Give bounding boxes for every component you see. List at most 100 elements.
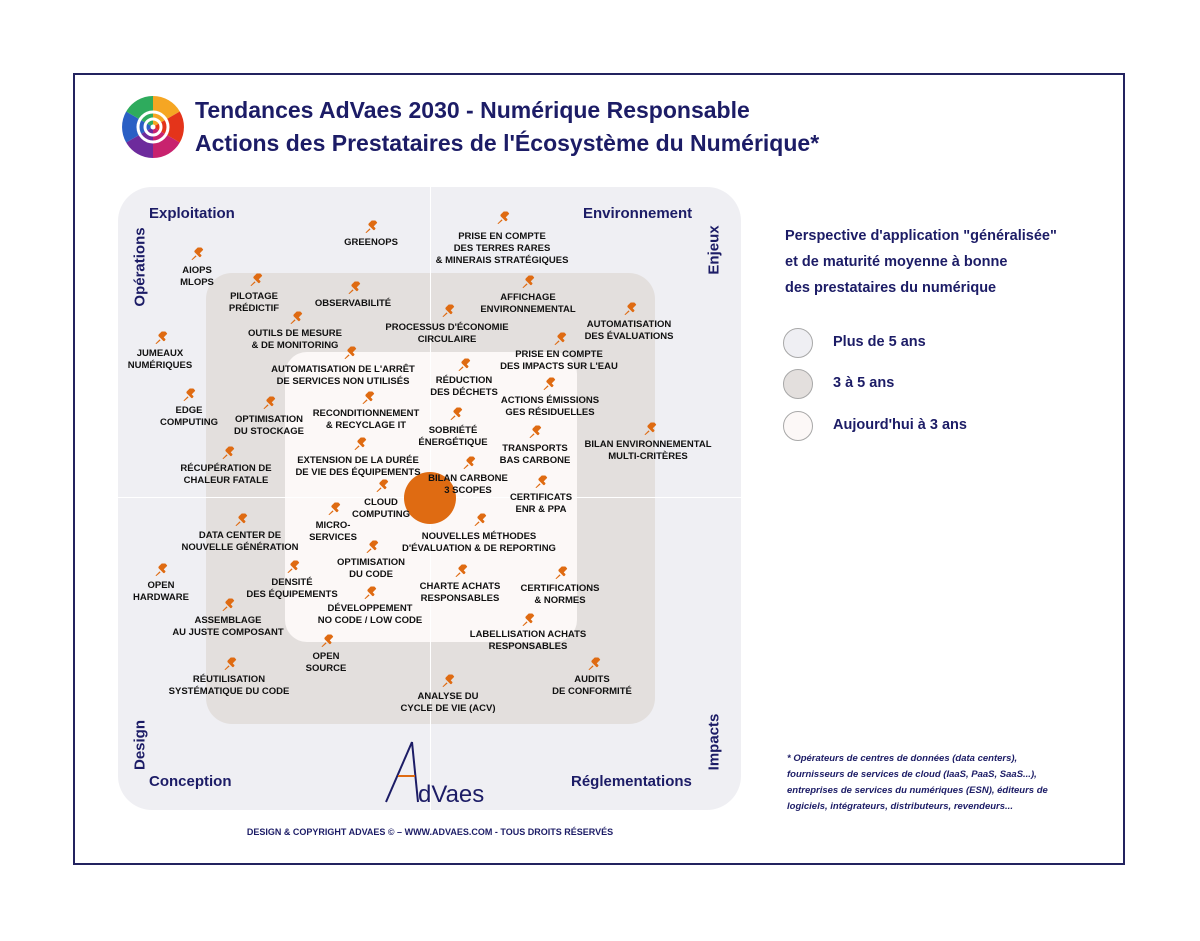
trend-item-label: AUTOMATISATION DES ÉVALUATIONS (584, 319, 674, 342)
pushpin-icon (543, 376, 556, 391)
pushpin-icon (366, 539, 379, 554)
pushpin-icon (290, 310, 303, 325)
pushpin-icon (442, 673, 455, 688)
pushpin-icon (328, 501, 341, 516)
pushpin-icon (365, 219, 378, 234)
pushpin-icon (529, 424, 542, 439)
axis-label-operations: Opérations (131, 227, 149, 307)
pushpin-icon (222, 597, 235, 612)
trend-item-label: RÉUTILISATION SYSTÉMATIQUE DU CODE (168, 674, 290, 697)
trend-item-label: OBSERVABILITÉ (314, 298, 392, 309)
pushpin-icon (554, 331, 567, 346)
trend-item-label: PROCESSUS D'ÉCONOMIE CIRCULAIRE (385, 322, 509, 345)
pushpin-icon (535, 474, 548, 489)
trend-item-label: OPTIMISATION DU CODE (337, 557, 405, 580)
legend-title: Perspective d'application "généralisée" … (785, 228, 1057, 296)
legend-swatch-inner (783, 411, 813, 441)
trend-item-label: JUMEAUX NUMÉRIQUES (127, 348, 193, 371)
trend-item-label: AFFICHAGE ENVIRONNEMENTAL (480, 292, 576, 315)
pushpin-icon (555, 565, 568, 580)
pushpin-icon (321, 633, 334, 648)
trend-item-label: DÉVELOPPEMENT NO CODE / LOW CODE (317, 603, 423, 626)
trend-item-label: DATA CENTER DE NOUVELLE GÉNÉRATION (181, 530, 299, 553)
pushpin-icon (354, 436, 367, 451)
trend-item-label: PRISE EN COMPTE DES TERRES RARES & MINER… (435, 231, 569, 266)
trend-item-label: AIOPS MLOPS (180, 265, 214, 288)
trend-item-label: RÉDUCTION DES DÉCHETS (430, 375, 498, 398)
trend-item-label: CERTIFICATS ENR & PPA (509, 492, 573, 515)
pushpin-icon (455, 563, 468, 578)
trend-item-label: PILOTAGE PRÉDICTIF (228, 291, 280, 314)
trend-item-label: OPTIMISATION DU STOCKAGE (233, 414, 305, 437)
title-line-1: Tendances AdVaes 2030 - Numérique Respon… (195, 97, 750, 123)
trend-item-label: OUTILS DE MESURE & DE MONITORING (248, 328, 342, 351)
trend-item-label: GREENOPS (344, 237, 398, 248)
core-circle (404, 472, 456, 524)
legend-label: Plus de 5 ans (833, 334, 926, 350)
legend-swatch-outer (783, 328, 813, 358)
trend-item-label: PRISE EN COMPTE DES IMPACTS SUR L'EAU (500, 349, 618, 372)
pushpin-icon (287, 559, 300, 574)
trend-item-label: ASSEMBLAGE AU JUSTE COMPOSANT (172, 615, 284, 638)
copyright-notice: DESIGN & COPYRIGHT ADVAES © – WWW.ADVAES… (246, 827, 614, 837)
pushpin-icon (348, 280, 361, 295)
trend-item-label: CLOUD COMPUTING (351, 497, 411, 520)
pushpin-icon (458, 357, 471, 372)
quadrant-label-conception: Conception (149, 773, 232, 790)
pushpin-icon (362, 390, 375, 405)
pushpin-icon (224, 656, 237, 671)
pushpin-icon (463, 455, 476, 470)
legend-swatch-middle (783, 369, 813, 399)
trend-item-label: NOUVELLES MÉTHODES D'ÉVALUATION & DE REP… (402, 531, 556, 554)
footnote: * Opérateurs de centres de données (data… (787, 753, 1048, 812)
svg-text:dVaes: dVaes (418, 781, 484, 806)
pushpin-icon (155, 330, 168, 345)
trend-item-label: BILAN ENVIRONNEMENTAL MULTI-CRITÈRES (584, 439, 712, 462)
trend-item-label: LABELLISATION ACHATS RESPONSABLES (469, 629, 587, 652)
trend-item-label: EDGE COMPUTING (159, 405, 219, 428)
trend-item-label: ANALYSE DU CYCLE DE VIE (ACV) (400, 691, 496, 714)
pushpin-icon (442, 303, 455, 318)
pushpin-icon (191, 246, 204, 261)
pushpin-icon (235, 512, 248, 527)
pushpin-icon (522, 612, 535, 627)
axis-label-design: Design (131, 719, 149, 771)
pushpin-icon (624, 301, 637, 316)
trend-item-label: BILAN CARBONE 3 SCOPES (428, 473, 508, 496)
pushpin-icon (450, 406, 463, 421)
quadrant-label-environnement: Environnement (583, 205, 693, 222)
trend-item-label: SOBRIÉTÉ ÉNERGÉTIQUE (418, 425, 488, 448)
trend-item-label: CERTIFICATIONS & NORMES (520, 583, 600, 606)
legend-label: 3 à 5 ans (833, 375, 895, 391)
pushpin-icon (250, 272, 263, 287)
pushpin-icon (155, 562, 168, 577)
pushpin-icon (364, 585, 377, 600)
trend-item-label: RÉCUPÉRATION DE CHALEUR FATALE (180, 463, 272, 486)
pushpin-icon (344, 345, 357, 360)
advaes-color-wheel-icon (122, 96, 184, 158)
legend-label: Aujourd'hui à 3 ans (833, 417, 967, 433)
trend-item-label: AUTOMATISATION DE L'ARRÊT DE SERVICES NO… (271, 364, 415, 387)
trend-item-label: EXTENSION DE LA DURÉE DE VIE DES ÉQUIPEM… (295, 455, 421, 478)
title-line-2: Actions des Prestataires de l'Écosystème… (195, 130, 820, 156)
axis-label-impacts: Impacts (705, 713, 723, 771)
pushpin-icon (644, 421, 657, 436)
trend-item-label: ACTIONS ÉMISSIONS GES RÉSIDUELLES (500, 395, 600, 418)
pushpin-icon (522, 274, 535, 289)
quadrant-label-reglementations: Réglementations (571, 773, 692, 790)
axis-label-enjeux: Enjeux (705, 225, 723, 275)
pushpin-icon (588, 656, 601, 671)
pushpin-icon (376, 478, 389, 493)
quadrant-label-exploitation: Exploitation (149, 205, 235, 222)
trend-item-label: DENSITÉ DES ÉQUIPEMENTS (246, 577, 338, 600)
pushpin-icon (183, 387, 196, 402)
trend-item-label: AUDITS DE CONFORMITÉ (552, 674, 632, 697)
pushpin-icon (474, 512, 487, 527)
trend-item-label: TRANSPORTS BAS CARBONE (499, 443, 571, 466)
pushpin-icon (263, 395, 276, 410)
trend-item-label: CHARTE ACHATS RESPONSABLES (419, 581, 501, 604)
trend-item-label: MICRO- SERVICES (309, 520, 357, 543)
pushpin-icon (222, 445, 235, 460)
trend-item-label: OPEN SOURCE (305, 651, 347, 674)
trend-item-label: OPEN HARDWARE (133, 580, 189, 603)
